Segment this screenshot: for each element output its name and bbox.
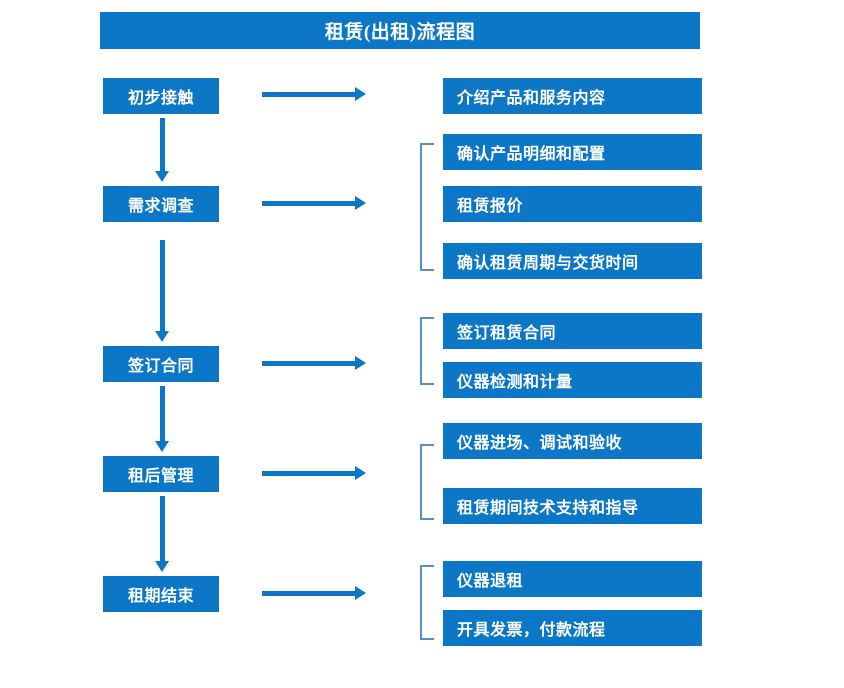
- group-bracket-4: [420, 565, 434, 640]
- stage-box-4[interactable]: 租后管理: [103, 456, 219, 492]
- down-arrow-shaft: [160, 118, 165, 171]
- right-arrow-5: [262, 586, 366, 600]
- down-arrow-head: [155, 171, 169, 182]
- down-arrow-4: [155, 496, 169, 572]
- down-arrow-shaft: [160, 496, 165, 561]
- detail-box-10[interactable]: 开具发票，付款流程: [443, 610, 702, 646]
- stage-box-3[interactable]: 签订合同: [103, 346, 219, 382]
- detail-box-6[interactable]: 仪器检测和计量: [443, 362, 702, 398]
- down-arrow-head: [155, 331, 169, 342]
- right-arrow-head: [355, 87, 366, 101]
- down-arrow-1: [155, 118, 169, 182]
- down-arrow-head: [155, 561, 169, 572]
- detail-box-2[interactable]: 确认产品明细和配置: [443, 134, 702, 170]
- right-arrow-shaft: [262, 471, 355, 476]
- down-arrow-2: [155, 240, 169, 342]
- right-arrow-head: [355, 466, 366, 480]
- right-arrow-head: [355, 356, 366, 370]
- right-arrow-shaft: [262, 201, 355, 206]
- right-arrow-4: [262, 466, 366, 480]
- group-bracket-1: [420, 143, 434, 271]
- stage-box-2[interactable]: 需求调查: [103, 186, 219, 222]
- down-arrow-shaft: [160, 240, 165, 331]
- detail-box-5[interactable]: 签订租赁合同: [443, 313, 702, 349]
- right-arrow-shaft: [262, 92, 355, 97]
- right-arrow-head: [355, 196, 366, 210]
- detail-box-4[interactable]: 确认租赁周期与交货时间: [443, 243, 702, 279]
- detail-box-8[interactable]: 租赁期间技术支持和指导: [443, 488, 702, 524]
- right-arrow-2: [262, 196, 366, 210]
- right-arrow-shaft: [262, 361, 355, 366]
- detail-box-9[interactable]: 仪器退租: [443, 561, 702, 597]
- detail-box-1[interactable]: 介绍产品和服务内容: [443, 78, 702, 114]
- down-arrow-shaft: [160, 386, 165, 441]
- right-arrow-head: [355, 586, 366, 600]
- group-bracket-2: [420, 317, 434, 385]
- stage-box-5[interactable]: 租期结束: [103, 576, 219, 612]
- detail-box-3[interactable]: 租赁报价: [443, 186, 702, 222]
- right-arrow-3: [262, 356, 366, 370]
- group-bracket-3: [420, 444, 434, 520]
- page-title: 租赁(出租)流程图: [100, 12, 700, 49]
- detail-box-7[interactable]: 仪器进场、调试和验收: [443, 423, 702, 459]
- right-arrow-1: [262, 87, 366, 101]
- down-arrow-head: [155, 441, 169, 452]
- right-arrow-shaft: [262, 591, 355, 596]
- stage-box-1[interactable]: 初步接触: [103, 78, 219, 114]
- down-arrow-3: [155, 386, 169, 452]
